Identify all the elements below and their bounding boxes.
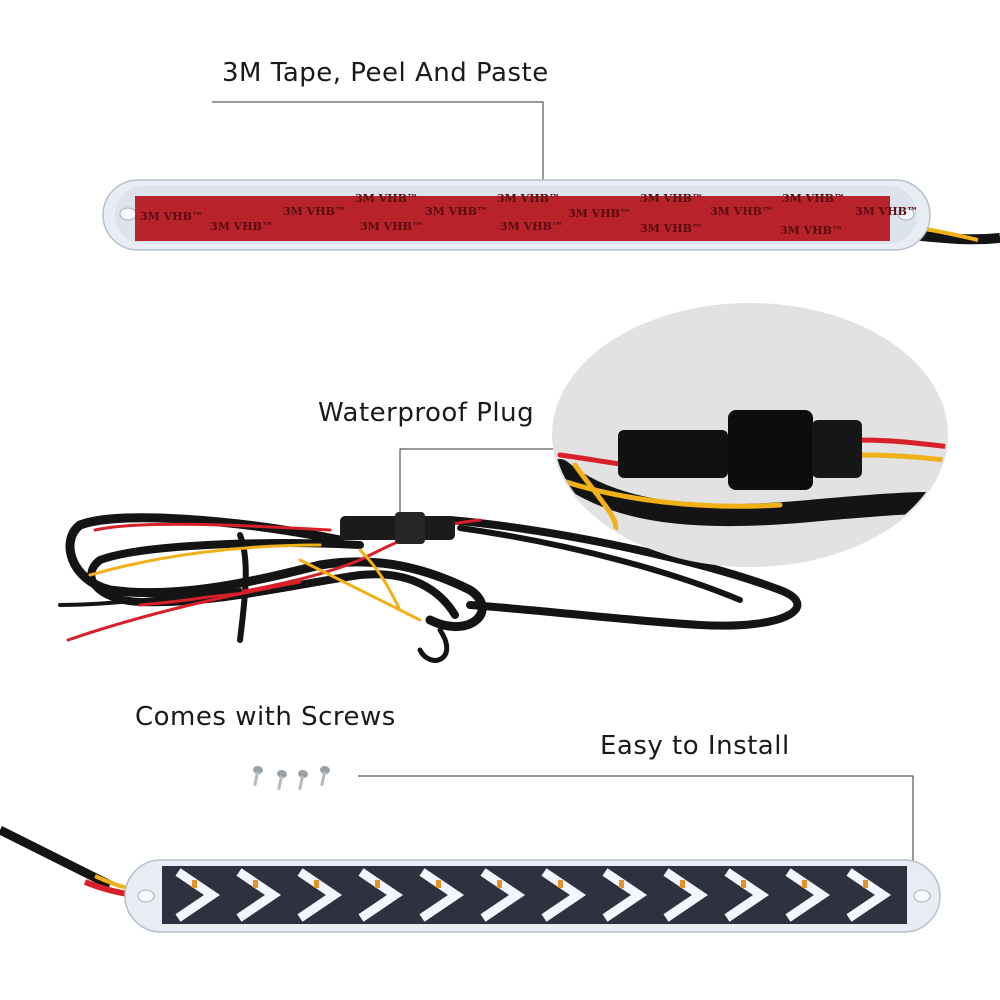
tape-print: 3M VHB™ (855, 205, 918, 218)
led-chevron (846, 868, 892, 922)
led-chevron (175, 868, 221, 922)
tape-print: 3M VHB™ (425, 205, 488, 218)
screw-1 (253, 765, 263, 786)
callout-lines (212, 101, 914, 895)
red-3m-tape (135, 196, 890, 241)
callout-line-tape (212, 101, 544, 200)
led-chevron (785, 868, 831, 922)
led-chevron (663, 868, 709, 922)
led-amber-chip (680, 880, 685, 888)
led-amber-chip (253, 880, 258, 888)
callout-line-install (358, 775, 914, 895)
tape-print: 3M VHB™ (640, 192, 703, 205)
led-chevron (724, 868, 770, 922)
led-amber-chip (497, 880, 502, 888)
tape-print: 3M VHB™ (568, 207, 631, 220)
tape-print: 3M VHB™ (140, 210, 203, 223)
screw-4 (320, 765, 330, 786)
screw-3 (298, 769, 308, 790)
led-amber-chip (558, 880, 563, 888)
led-amber-chip (314, 880, 319, 888)
screws (253, 765, 330, 790)
led-amber-chip (741, 880, 746, 888)
led-amber-chip (192, 880, 197, 888)
led-chevron (480, 868, 526, 922)
led-amber-chip (619, 880, 624, 888)
led-chevron (297, 868, 343, 922)
label-3m-tape: 3M Tape, Peel And Paste (222, 58, 549, 88)
tape-print: 3M VHB™ (283, 205, 346, 218)
tape-print: 3M VHB™ (210, 220, 273, 233)
led-chevron (419, 868, 465, 922)
tape-print: 3M VHB™ (640, 222, 703, 235)
tape-print: 3M VHB™ (500, 220, 563, 233)
led-chevrons (175, 868, 892, 922)
led-amber-chip (375, 880, 380, 888)
led-strip-front (0, 825, 941, 933)
led-amber-chip (802, 880, 807, 888)
tape-print: 3M VHB™ (710, 205, 773, 218)
tape-print: 3M VHB™ (355, 192, 418, 205)
tape-print: 3M VHB™ (497, 192, 560, 205)
label-waterproof-plug: Waterproof Plug (318, 398, 535, 428)
led-chevron (541, 868, 587, 922)
led-amber-chip (863, 880, 868, 888)
tape-print: 3M VHB™ (360, 220, 423, 233)
led-chevron (358, 868, 404, 922)
tape-print: 3M VHB™ (780, 224, 843, 237)
callout-line-plug (399, 448, 618, 525)
tape-print: 3M VHB™ (782, 192, 845, 205)
led-chevron (602, 868, 648, 922)
wiring-harness (58, 512, 802, 663)
led-strip-back (102, 179, 1000, 251)
led-amber-chip (436, 880, 441, 888)
label-easy-install: Easy to Install (600, 731, 790, 761)
led-chevron (236, 868, 282, 922)
plug-zoom-bubble (552, 303, 948, 567)
label-screws: Comes with Screws (135, 702, 396, 732)
screw-2 (277, 769, 287, 790)
